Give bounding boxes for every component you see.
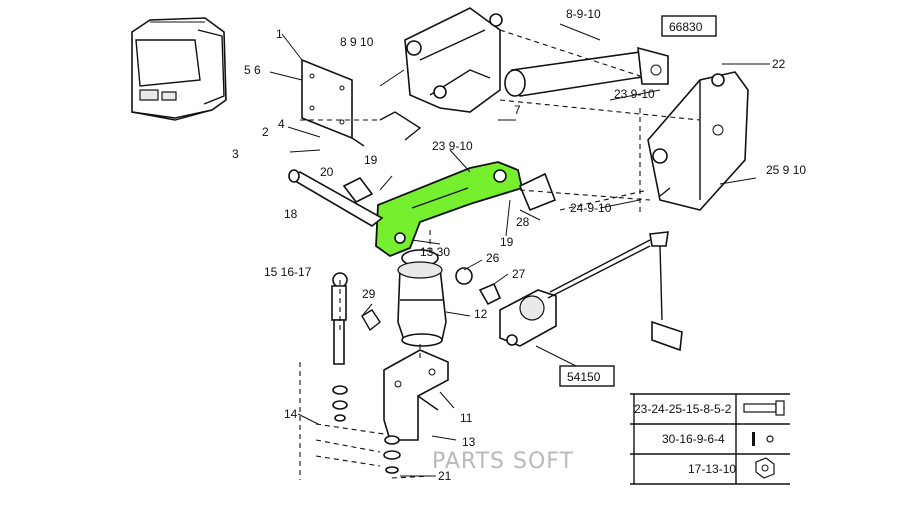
shock-absorber xyxy=(331,272,348,422)
cross-tube xyxy=(504,46,669,97)
callout-18: 18 xyxy=(284,207,298,221)
callout-14: 14 xyxy=(284,407,298,421)
bolt-icon xyxy=(743,400,785,416)
ref-66830-label: 66830 xyxy=(669,20,703,34)
height-valve-parts xyxy=(455,267,502,306)
callout-13-30: 13 30 xyxy=(420,245,450,259)
callout-25-9-10: 25 9 10 xyxy=(766,163,806,177)
callout-12: 12 xyxy=(474,307,488,321)
callout-21: 21 xyxy=(438,469,452,483)
callout-15-16-17: 15 16-17 xyxy=(264,265,312,279)
mounting-plate xyxy=(301,58,365,147)
callout-1: 1 xyxy=(276,27,283,41)
callout-2: 2 xyxy=(262,125,269,139)
bracket-lower xyxy=(383,349,449,474)
callout-29: 29 xyxy=(362,287,376,301)
callout-11: 11 xyxy=(460,411,473,425)
legend-row-3-numbers: 17-13-10 xyxy=(688,462,736,476)
callout-5-6: 5 6 xyxy=(244,63,261,77)
callout-24-9-10: 24-9-10 xyxy=(570,201,612,215)
highlighted-arm xyxy=(375,161,524,258)
bracket-upper xyxy=(379,7,503,141)
nut-icon xyxy=(755,457,775,479)
pivot-pin xyxy=(288,169,557,227)
callout-26: 26 xyxy=(486,251,500,265)
truck-cab-icon xyxy=(131,17,227,121)
callout-22: 22 xyxy=(772,57,786,71)
legend-row-1-numbers: 23-24-25-15-8-5-2 xyxy=(634,402,732,416)
callout-19-lower: 19 xyxy=(500,235,514,249)
callout-7: 7 xyxy=(514,103,521,117)
callout-8-9-10-top: 8-9-10 xyxy=(566,7,601,21)
callout-4: 4 xyxy=(278,117,285,131)
callout-labels: 1 2 3 4 5 6 7 8-9-10 8 9 10 11 12 13 30 … xyxy=(232,7,806,483)
ref-54150-label: 54150 xyxy=(567,370,601,384)
callout-19-upper: 19 xyxy=(364,153,378,167)
fastener-legend: 23-24-25-15-8-5-2 30-16-9-6-4 17-13-10 xyxy=(630,393,790,485)
leader-lines xyxy=(269,23,770,480)
bracket-right xyxy=(647,71,749,211)
leveling-valve xyxy=(499,231,683,352)
ref-box-66830: 66830 xyxy=(661,15,717,37)
air-spring xyxy=(397,249,447,347)
washer-icon xyxy=(752,432,774,446)
ref-box-54150: 54150 xyxy=(559,365,615,387)
callout-13: 13 xyxy=(462,435,476,449)
callout-8-9-10-left: 8 9 10 xyxy=(340,35,374,49)
watermark: PARTS SOFT xyxy=(432,449,574,474)
callout-20: 20 xyxy=(320,165,334,179)
callout-23-9-10-upper: 23 9-10 xyxy=(432,139,473,153)
callout-3: 3 xyxy=(232,147,239,161)
legend-row-2-numbers: 30-16-9-6-4 xyxy=(662,432,725,446)
callout-28: 28 xyxy=(516,215,530,229)
callout-23-9-10-lower: 23 9-10 xyxy=(614,87,655,101)
callout-27: 27 xyxy=(512,267,526,281)
clip xyxy=(361,309,381,332)
